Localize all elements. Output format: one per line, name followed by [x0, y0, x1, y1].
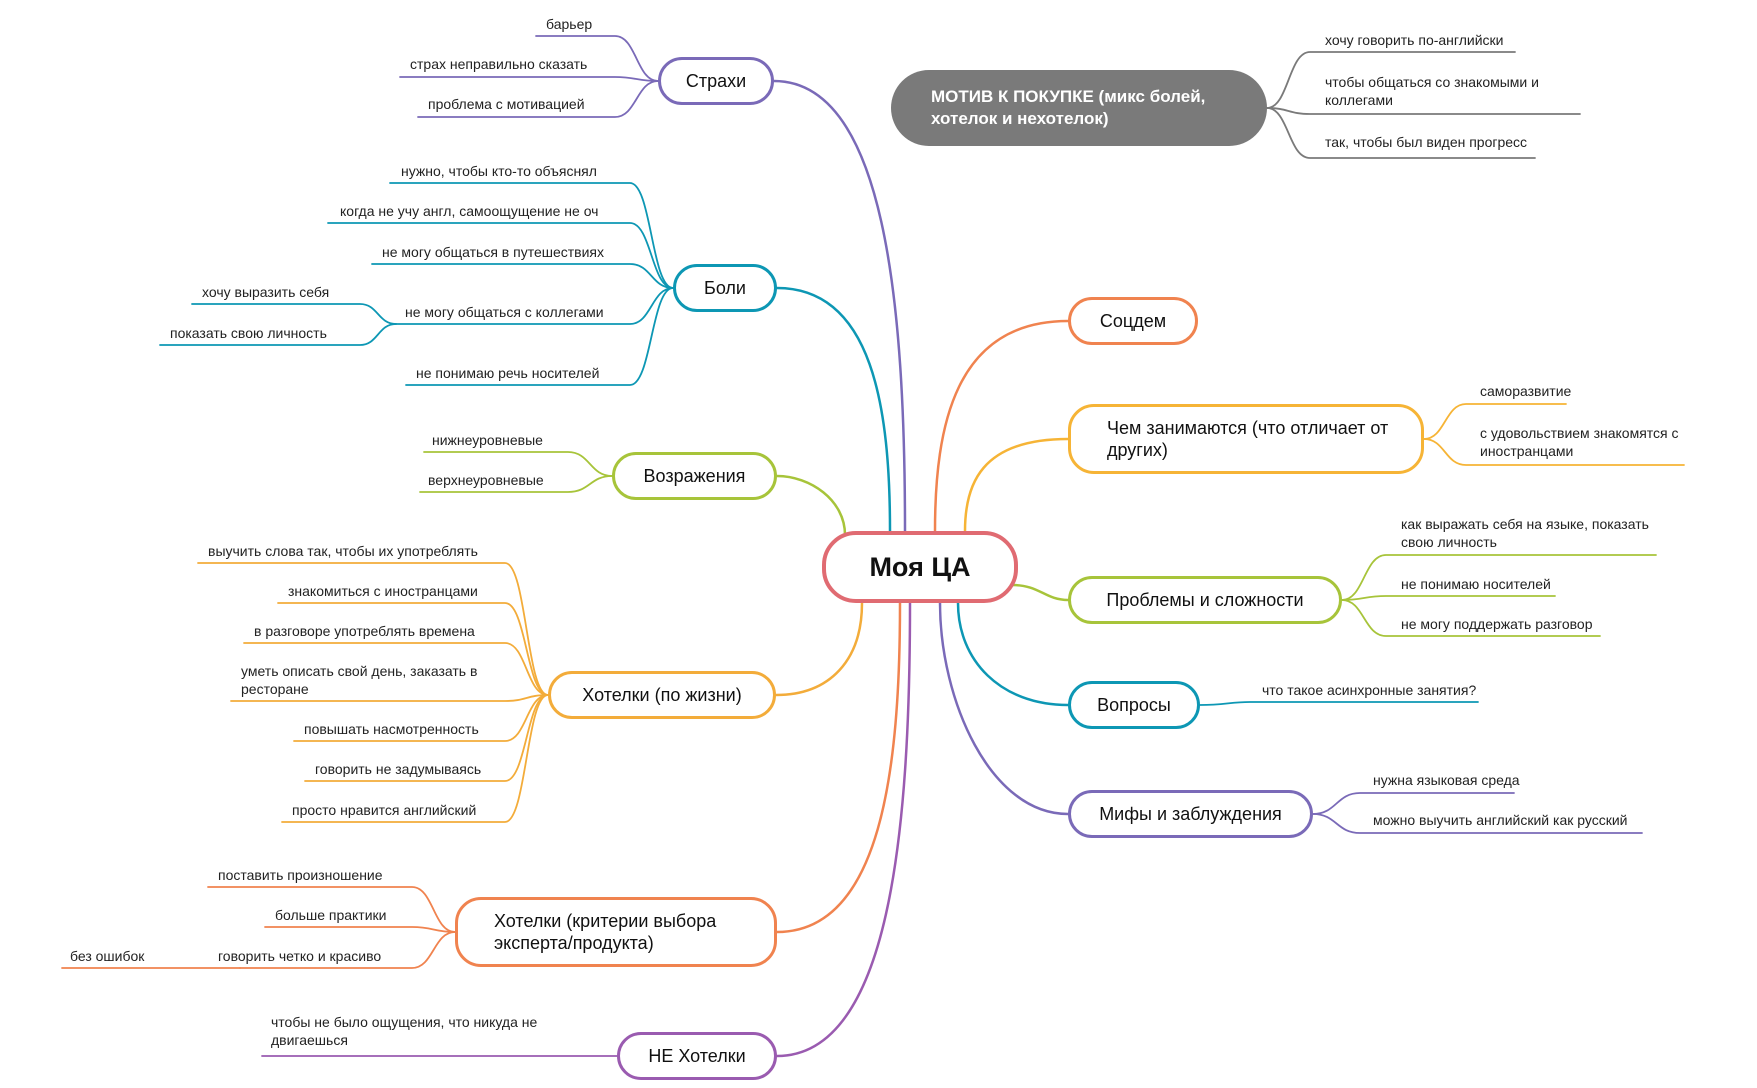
fears-leaf-line-1	[535, 35, 659, 82]
criteria-leaf-3: говорить четко и красиво	[218, 948, 382, 964]
wants-leaf-line-7	[281, 694, 549, 823]
objections-leaf-2: верхнеуровневые	[428, 472, 544, 488]
myths-leaf-1: нужна языковая среда	[1373, 772, 1520, 788]
branch-socdem[interactable]: Соцдем	[1068, 297, 1198, 345]
motive-leaf-3: так, чтобы был виден прогресс	[1325, 134, 1528, 150]
branch-fears[interactable]: Страхи	[658, 57, 774, 105]
notwants-leaf-1: чтобы не было ощущения, что никуда не дв…	[271, 1014, 538, 1048]
pains-subleaf-2: показать свою личность	[170, 325, 327, 341]
wants-leaf-line-3	[243, 642, 549, 696]
center-node[interactable]: Моя ЦА	[822, 531, 1018, 603]
criteria-subleaf: без ошибок	[70, 948, 145, 964]
pains-subleaf-1: хочу выразить себя	[202, 284, 330, 300]
link-center-occupation	[963, 437, 1070, 533]
criteria-leaf-2: больше практики	[275, 907, 387, 923]
link-center-problems	[1010, 583, 1070, 602]
myths-leaf-2: можно выучить английский как русский	[1373, 812, 1628, 828]
link-center-myths	[938, 601, 1070, 816]
objections-leaf-1: нижнеуровневые	[432, 432, 543, 448]
wants-leaf-line-5	[293, 694, 549, 742]
motive-leaf-1: хочу говорить по-английски	[1325, 32, 1504, 48]
problems-leaf-line-2	[1341, 595, 1556, 601]
pains-leaf-5: не понимаю речь носителей	[416, 365, 600, 381]
link-center-criteria	[775, 601, 902, 934]
pains-leaf-2: когда не учу англ, самоощущение не оч	[340, 203, 599, 219]
fears-leaf-line-3	[417, 80, 659, 118]
pains-leaf-1: нужно, чтобы кто-то объяснял	[401, 163, 597, 179]
wants-leaf-4: уметь описать свой день, заказать в рест…	[241, 663, 478, 697]
fears-leaf-1: барьер	[546, 16, 593, 32]
occupation-leaf-line-1	[1423, 403, 1567, 440]
pains-subleaf-line-1	[191, 303, 397, 325]
problems-leaf-line-3	[1341, 599, 1601, 637]
motive-leaf-line-3	[1266, 107, 1536, 159]
branch-problems[interactable]: Проблемы и сложности	[1068, 576, 1342, 624]
pains-leaf-line-4	[395, 287, 674, 325]
branch-pains[interactable]: Боли	[673, 264, 777, 312]
problems-leaf-line-1	[1341, 554, 1657, 601]
fears-leaf-2: страх неправильно сказать	[410, 56, 588, 72]
fears-leaf-3: проблема с мотивацией	[428, 96, 585, 112]
branch-questions[interactable]: Вопросы	[1068, 681, 1200, 729]
pains-leaf-line-2	[327, 222, 674, 289]
motive-leaf-2: чтобы общаться со знакомыми и коллегами	[1325, 74, 1539, 108]
branch-criteria[interactable]: Хотелки (критерии выбора эксперта/продук…	[455, 897, 777, 967]
branch-myths[interactable]: Мифы и заблуждения	[1068, 790, 1313, 838]
wants-leaf-2: знакомиться с иностранцами	[288, 583, 478, 599]
branch-objections[interactable]: Возражения	[612, 452, 777, 500]
link-center-notwants	[775, 601, 912, 1058]
problems-leaf-1: как выражать себя на языке, показать сво…	[1401, 516, 1649, 550]
link-center-pains	[775, 286, 892, 533]
wants-leaf-line-4	[230, 694, 549, 702]
occupation-leaf-2: с удовольствием знакомятся с иностранцам…	[1480, 425, 1679, 459]
link-center-objections	[775, 474, 847, 537]
occupation-leaf-1: саморазвитие	[1480, 383, 1572, 399]
motive-node[interactable]: МОТИВ К ПОКУПКЕ (микс болей, хотелок и н…	[891, 70, 1267, 146]
wants-leaf-line-1	[197, 562, 549, 696]
branch-wants[interactable]: Хотелки (по жизни)	[548, 671, 776, 719]
problems-leaf-3: не могу поддержать разговор	[1401, 616, 1593, 632]
questions-leaf-line-1	[1199, 701, 1479, 706]
wants-leaf-line-2	[277, 602, 549, 696]
questions-leaf-1: что такое асинхронные занятия?	[1262, 682, 1477, 698]
myths-leaf-line-2	[1312, 813, 1643, 834]
criteria-leaf-1: поставить произношение	[218, 867, 383, 883]
pains-subleaf-line-2	[159, 323, 397, 346]
link-center-questions	[956, 601, 1070, 707]
criteria-leaf-line-3	[239, 931, 456, 969]
link-center-socdem	[933, 319, 1070, 533]
branch-occupation[interactable]: Чем занимаются (что отличает от других)	[1068, 404, 1424, 474]
wants-leaf-7: просто нравится английский	[292, 802, 477, 818]
myths-leaf-line-1	[1312, 792, 1515, 815]
occupation-leaf-line-2	[1423, 438, 1685, 466]
criteria-leaf-line-2	[264, 926, 456, 933]
pains-leaf-line-3	[371, 263, 674, 289]
branch-notwants[interactable]: НЕ Хотелки	[617, 1032, 777, 1080]
link-center-wants	[774, 601, 864, 697]
motive-leaf-line-2	[1266, 107, 1581, 115]
pains-leaf-line-5	[405, 287, 674, 386]
wants-leaf-3: в разговоре употреблять времена	[254, 623, 475, 639]
wants-leaf-5: повышать насмотренность	[304, 721, 479, 737]
objections-leaf-line-2	[419, 475, 613, 493]
motive-leaf-line-1	[1266, 51, 1516, 109]
pains-leaf-4: не могу общаться с коллегами	[405, 304, 604, 320]
criteria-leaf-line-1	[207, 886, 456, 933]
link-center-fears	[772, 79, 907, 533]
pains-leaf-line-1	[389, 182, 674, 289]
problems-leaf-2: не понимаю носителей	[1401, 576, 1551, 592]
wants-leaf-1: выучить слова так, чтобы их употреблять	[208, 543, 478, 559]
fears-leaf-line-2	[399, 76, 659, 82]
objections-leaf-line-1	[423, 451, 613, 477]
pains-leaf-3: не могу общаться в путешествиях	[382, 244, 605, 260]
wants-leaf-6: говорить не задумываясь	[315, 761, 482, 777]
